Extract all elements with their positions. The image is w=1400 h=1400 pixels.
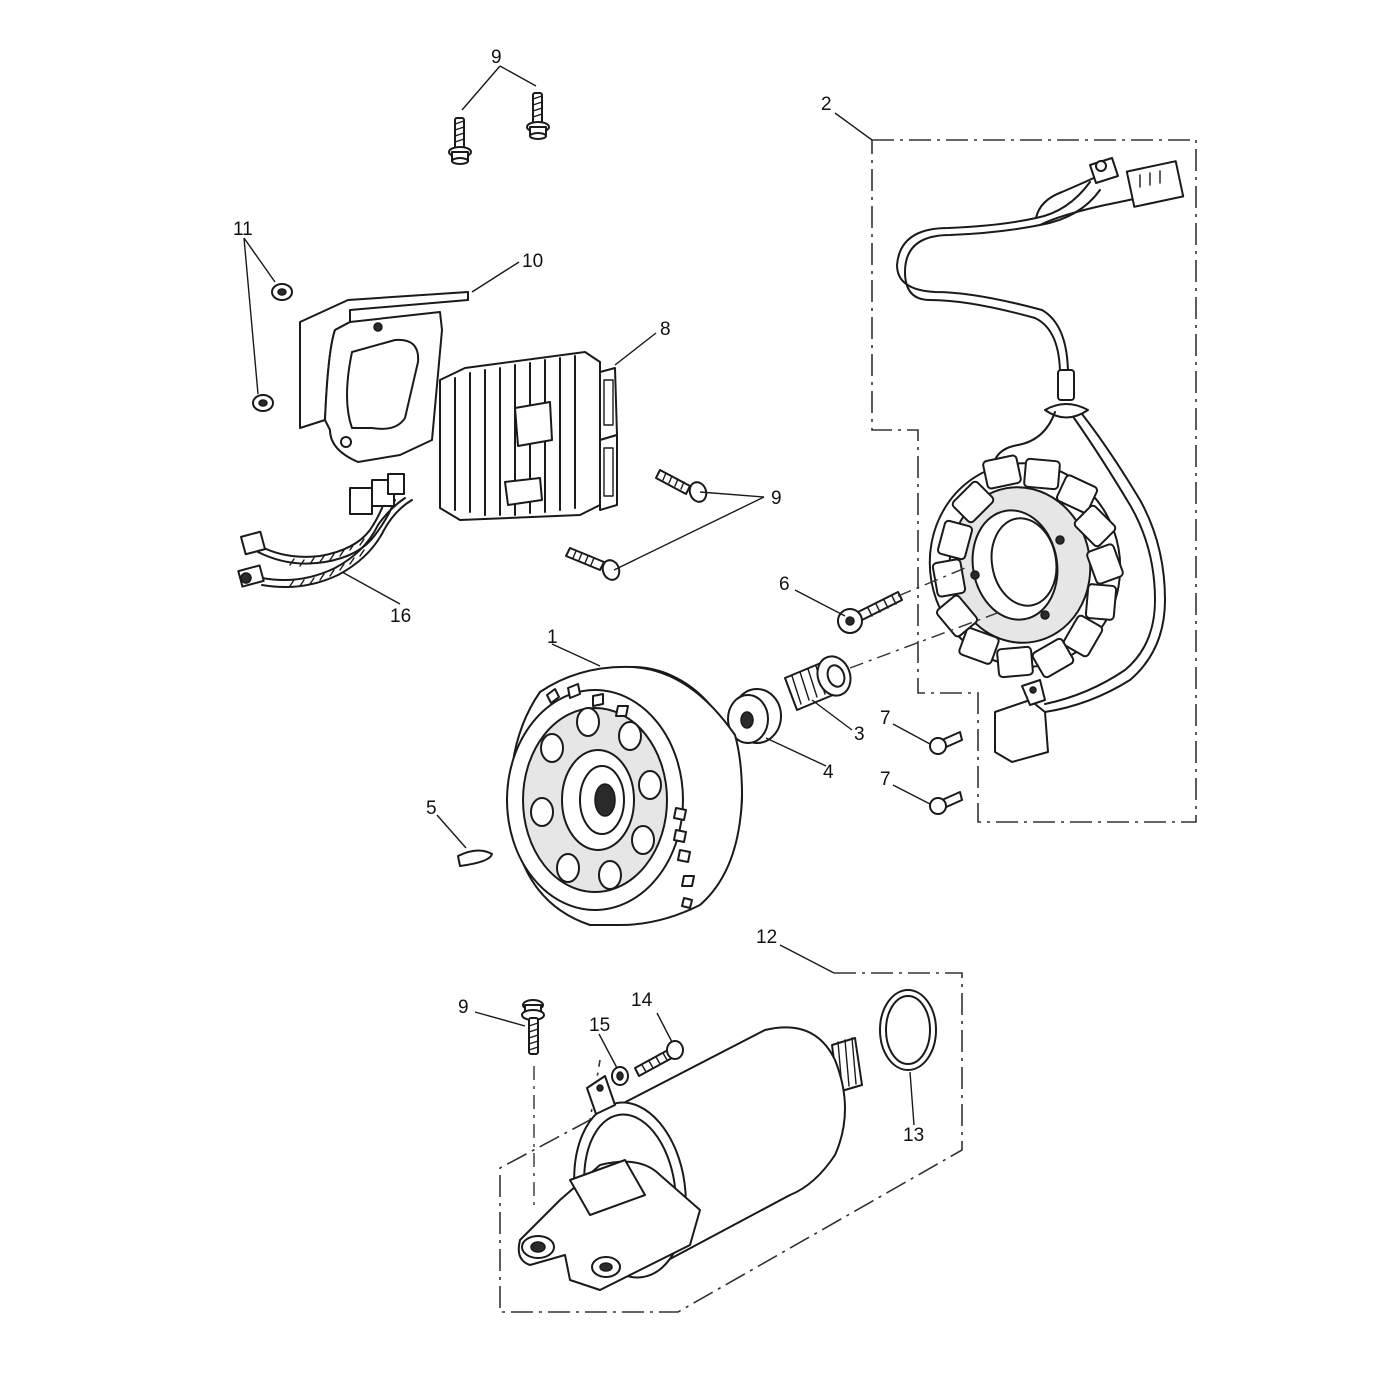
callout-9-top: 9 xyxy=(491,47,502,68)
callout-7-lower: 7 xyxy=(880,769,891,790)
callout-4: 4 xyxy=(823,762,834,783)
bolt-6-centerline xyxy=(897,565,971,597)
callout-12: 12 xyxy=(756,927,777,948)
nut-11-lower xyxy=(252,394,274,412)
starter-motor-12 xyxy=(517,1026,863,1291)
callout-9-middle: 9 xyxy=(771,488,782,509)
screw-7-upper xyxy=(929,731,963,755)
bolt-9-starter xyxy=(521,999,545,1055)
callout-16: 16 xyxy=(390,606,411,627)
stator-group-boundary xyxy=(871,139,1197,823)
flywheel-bolt-3 xyxy=(784,655,852,711)
leader-lines xyxy=(243,65,931,1126)
bolt-6 xyxy=(837,591,903,634)
regulator-bracket-10 xyxy=(299,291,469,463)
callout-13: 13 xyxy=(903,1125,924,1146)
flywheel-bolt-centerline xyxy=(849,611,1001,669)
bolt-14 xyxy=(634,1040,684,1077)
o-ring-13 xyxy=(879,989,937,1071)
bolt-9-top-right xyxy=(526,92,550,140)
bolt-9-top-left xyxy=(448,117,472,165)
screw-7-lower xyxy=(929,791,963,815)
washer-15 xyxy=(611,1066,629,1086)
callout-6: 6 xyxy=(779,574,790,595)
woodruff-key-5 xyxy=(457,849,493,867)
callout-9-bottom: 9 xyxy=(458,997,469,1018)
callout-15: 15 xyxy=(589,1015,610,1036)
callout-11: 11 xyxy=(233,219,253,240)
bolt-9-middle-upper xyxy=(655,469,708,503)
regulator-rectifier-8 xyxy=(439,351,618,521)
callout-2: 2 xyxy=(821,94,832,115)
wiring-harness-16 xyxy=(237,473,413,588)
washer-4 xyxy=(727,688,782,744)
callout-10: 10 xyxy=(522,251,543,272)
stator-2 xyxy=(896,157,1185,763)
callout-7-upper: 7 xyxy=(880,708,891,729)
callout-14: 14 xyxy=(631,990,653,1011)
callout-labels: 9 2 11 10 8 9 16 1 6 3 4 7 7 5 12 9 14 1… xyxy=(233,47,924,1146)
flywheel-rotor-1 xyxy=(506,665,743,926)
nut-11-upper xyxy=(271,283,293,301)
callout-1: 1 xyxy=(547,627,558,648)
bolt-9-middle-lower xyxy=(565,547,621,581)
callout-3: 3 xyxy=(854,724,865,745)
callout-8: 8 xyxy=(660,319,671,340)
callout-5: 5 xyxy=(426,798,437,819)
starter-group-boundary xyxy=(499,972,963,1313)
